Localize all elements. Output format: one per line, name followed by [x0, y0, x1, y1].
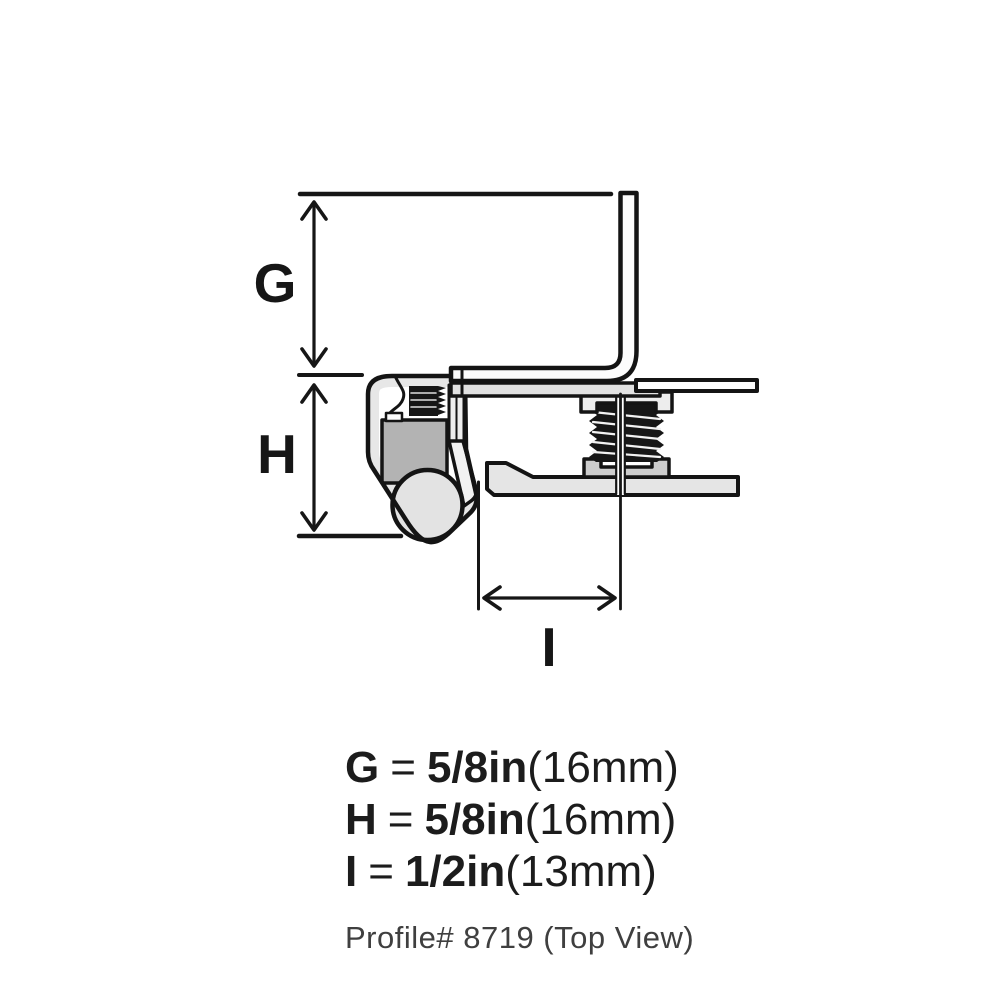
frame-panel — [634, 378, 759, 393]
dim-label-i: I — [541, 616, 556, 678]
arrowhead-down-icon — [300, 511, 328, 532]
spec-letter-g: G — [345, 743, 380, 792]
dimension-annotations: G H I — [254, 191, 622, 678]
arrowhead-right-icon — [597, 585, 617, 611]
door-panel — [448, 190, 639, 384]
screw-thread-lines — [591, 410, 662, 459]
dimension-g: G — [254, 191, 614, 377]
spec-value-g: 5/8in — [426, 743, 528, 792]
spec-letter-h: H — [345, 795, 377, 844]
spec-value-i: 1/2in — [404, 847, 506, 896]
cup-outline — [365, 373, 479, 545]
spec-metric-i: (13mm) — [505, 847, 657, 896]
spec-equals: = — [368, 847, 394, 896]
spec-row-h: H=5/8in(16mm) — [345, 794, 679, 846]
spec-value-h: 5/8in — [424, 795, 525, 844]
base-plate — [485, 461, 740, 497]
hinge-arm — [449, 381, 662, 398]
spec-letter-i: I — [345, 847, 358, 896]
spec-equals: = — [387, 795, 414, 844]
hinge-cup — [365, 373, 479, 545]
dimension-h: H — [257, 383, 404, 539]
arrowhead-left-icon — [482, 585, 502, 611]
arrowhead-up-icon — [300, 383, 328, 404]
dimension-i: I — [477, 392, 622, 678]
cup-lip-tab — [384, 411, 404, 423]
hinge-drawing — [365, 190, 759, 545]
spec-row-i: I=1/2in(13mm) — [345, 846, 679, 898]
dim-label-g: G — [254, 252, 297, 314]
spec-equals: = — [390, 743, 416, 792]
spec-metric-g: (16mm) — [527, 743, 679, 792]
dim-label-h: H — [257, 423, 297, 485]
cup-thread-lines — [410, 392, 437, 408]
spec-row-g: G=5/8in(16mm) — [345, 742, 679, 794]
arrowhead-up-icon — [300, 200, 328, 221]
arrowhead-down-icon — [300, 347, 328, 368]
spec-list: G=5/8in(16mm) H=5/8in(16mm) I=1/2in(13mm… — [345, 742, 679, 898]
spec-metric-h: (16mm) — [524, 795, 677, 844]
profile-caption: Profile# 8719 (Top View) — [345, 920, 695, 955]
